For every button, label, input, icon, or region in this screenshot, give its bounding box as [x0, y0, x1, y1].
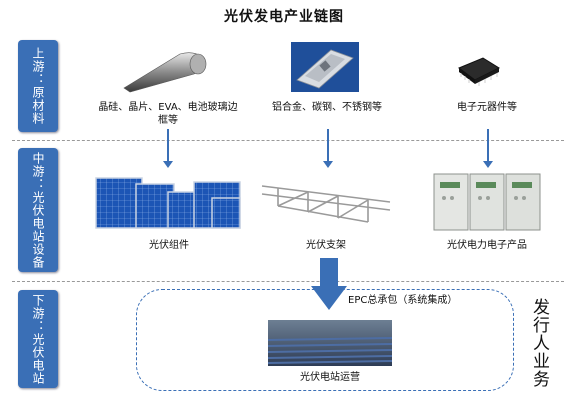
downstream-dashed-box: [136, 289, 514, 391]
upstream-label-3: 电子元器件等: [457, 102, 517, 113]
arrow-down-3: [483, 129, 493, 168]
stage-downstream: 下游：光伏电站: [18, 290, 58, 388]
midstream-label-3: 光伏电力电子产品: [447, 240, 527, 251]
arrow-down-large: [311, 258, 347, 310]
separator-upper: [12, 140, 564, 141]
separator-lower: [12, 281, 564, 282]
issuer-business-label: 发行人业务: [529, 298, 549, 388]
diagram-title: 光伏发电产业链图: [224, 9, 344, 25]
mounting-bracket-icon: [258, 176, 394, 224]
aluminum-profile-icon: [291, 42, 359, 92]
epc-label: EPC总承包（系统集成）: [348, 295, 458, 306]
arrow-down-1: [163, 129, 173, 168]
chip-icon: [453, 54, 503, 88]
stage-midstream: 中游：光伏电站设备: [18, 148, 58, 272]
arrow-down-2: [323, 129, 333, 168]
solar-farm-photo: [267, 320, 393, 366]
upstream-label-2: 铝合金、碳钢、不锈钢等: [272, 102, 382, 113]
silicon-ingot-icon: [120, 48, 210, 94]
midstream-label-1: 光伏组件: [149, 240, 189, 251]
solar-panel-icon: [94, 176, 244, 230]
upstream-label-1: 晶硅、晶片、EVA、电池玻璃边框等: [98, 102, 238, 126]
operation-label: 光伏电站运营: [300, 372, 360, 383]
stage-upstream: 上游：原材料: [18, 40, 58, 132]
electrical-cabinet-icon: [432, 172, 542, 232]
midstream-label-2: 光伏支架: [306, 240, 346, 251]
